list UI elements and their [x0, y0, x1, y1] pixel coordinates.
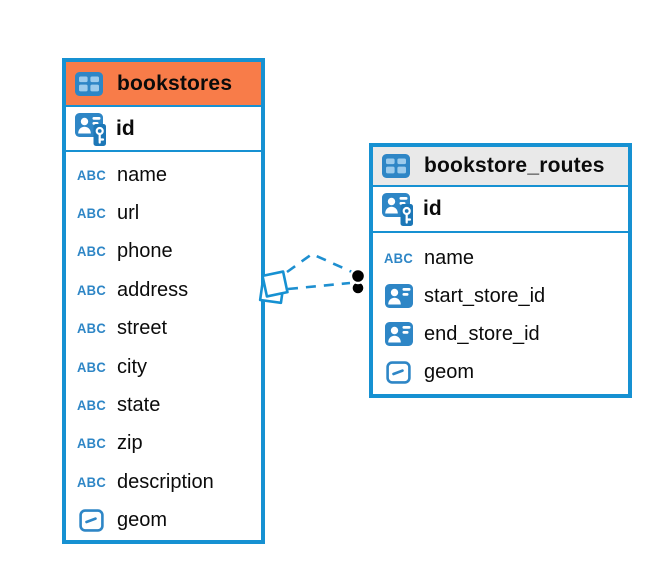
geometry-type-icon — [382, 360, 415, 384]
foreign-key-icon — [382, 284, 415, 308]
table-header-bookstores[interactable]: bookstores — [66, 62, 261, 107]
table-bookstore-routes[interactable]: bookstore_routes id ABC — [369, 143, 632, 398]
column-row-geom[interactable]: geom — [373, 353, 628, 391]
text-type-icon: ABC — [76, 205, 107, 222]
column-row-bookstores-id[interactable]: id — [66, 107, 261, 152]
column-label: geom — [424, 360, 475, 383]
text-type-icon: ABC — [76, 359, 107, 376]
column-list-bookstores: ABC name ABC url ABC phone ABC address A… — [66, 152, 261, 540]
geometry-type-icon — [75, 509, 108, 532]
relationship-line-lower — [287, 281, 351, 291]
column-label: address — [117, 278, 189, 301]
column-label: city — [117, 355, 147, 378]
primary-key-icon — [382, 191, 415, 227]
table-icon — [382, 154, 415, 178]
column-label: start_store_id — [424, 284, 546, 307]
primary-key-icon — [75, 111, 108, 147]
column-list-bookstore-routes: ABC name start_store_id — [373, 233, 628, 391]
column-label: url — [117, 202, 140, 225]
table-title: bookstores — [117, 71, 233, 95]
column-label: name — [424, 246, 475, 269]
column-label: street — [117, 317, 168, 340]
column-row-address[interactable]: ABC address — [66, 271, 261, 309]
table-title: bookstore_routes — [424, 154, 605, 177]
table-icon — [75, 71, 108, 96]
column-row-phone[interactable]: ABC phone — [66, 233, 261, 271]
column-row-city[interactable]: ABC city — [66, 348, 261, 386]
relationship-line-upper — [286, 252, 353, 274]
column-label: phone — [117, 240, 173, 263]
column-label: zip — [117, 432, 143, 455]
column-label: description — [117, 470, 214, 493]
text-type-icon: ABC — [76, 244, 107, 260]
table-header-bookstore-routes[interactable]: bookstore_routes — [373, 147, 628, 187]
column-row-url[interactable]: ABC url — [66, 194, 261, 232]
column-label: end_store_id — [424, 322, 540, 345]
column-row-description[interactable]: ABC description — [66, 463, 261, 501]
column-row-name[interactable]: ABC name — [373, 239, 628, 277]
table-bookstores[interactable]: bookstores id ABC — [62, 58, 265, 544]
column-row-routes-id[interactable]: id — [373, 187, 628, 233]
primary-key-label: id — [116, 116, 135, 140]
foreign-key-icon — [382, 322, 415, 346]
primary-key-label: id — [423, 197, 442, 220]
column-row-end-store-id[interactable]: end_store_id — [373, 315, 628, 353]
text-type-icon: ABC — [76, 282, 107, 299]
column-label: geom — [117, 509, 168, 532]
column-row-start-store-id[interactable]: start_store_id — [373, 277, 628, 315]
column-row-street[interactable]: ABC street — [66, 310, 261, 348]
column-label: name — [117, 163, 168, 186]
column-label: state — [117, 394, 161, 417]
relationship-target-dot — [349, 267, 367, 296]
column-row-state[interactable]: ABC state — [66, 386, 261, 424]
text-type-icon: ABC — [76, 167, 107, 184]
text-type-icon: ABC — [76, 320, 107, 337]
column-row-geom[interactable]: geom — [66, 502, 261, 540]
column-row-name[interactable]: ABC name — [66, 156, 261, 194]
text-type-icon: ABC — [76, 436, 107, 452]
text-type-icon: ABC — [76, 474, 107, 491]
column-row-zip[interactable]: ABC zip — [66, 425, 261, 463]
text-type-icon: ABC — [76, 397, 107, 414]
text-type-icon: ABC — [383, 250, 414, 266]
